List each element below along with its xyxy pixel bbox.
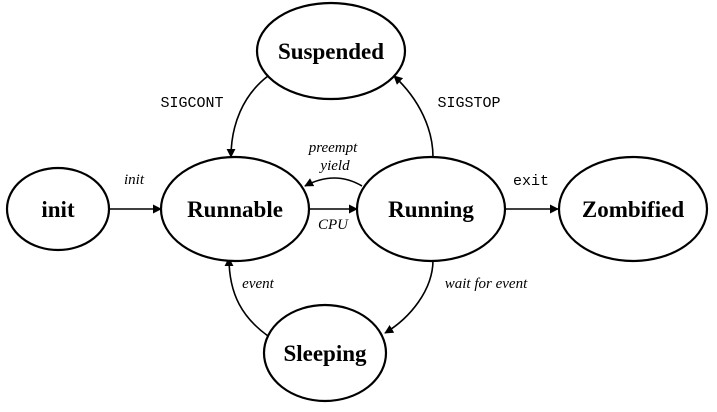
edge-sleeping-to-runnable [224,257,269,337]
state-zombified: Zombified [557,155,709,263]
state-runnable-label: Runnable [187,197,283,222]
state-running: Running [355,155,507,263]
state-runnable-shape [159,155,311,263]
edge-running-to-suspended [393,75,434,158]
label-yield: yield [318,158,350,174]
edge-suspended-to-runnable [226,75,269,158]
state-runnable: Runnable [159,155,311,263]
state-sleeping-label: Sleeping [283,341,367,366]
label-sigcont: SIGCONT [160,95,223,112]
edge-running-to-sleeping [384,259,434,334]
state-suspended-label: Suspended [278,39,384,64]
state-running-shape [355,155,507,263]
label-event: event [242,276,274,292]
label-exit: exit [513,173,549,190]
label-preempt: preempt [308,140,358,156]
label-init-transition: init [124,172,145,188]
label-cpu: CPU [318,217,349,233]
state-suspended-shape [255,1,407,101]
state-zombified-shape [557,155,709,263]
label-sigstop: SIGSTOP [437,95,500,112]
label-wait-for-event: wait for event [445,276,528,292]
state-init-label: init [41,197,75,222]
state-sleeping: Sleeping [262,303,388,403]
state-init-shape [5,166,111,252]
state-suspended: Suspended [255,1,407,101]
edge-running-to-runnable [304,177,363,187]
state-zombified-label: Zombified [582,197,684,222]
transitions [110,75,559,337]
transition-labels: init preempt yield CPU exit SIGSTOP SIGC… [124,95,549,292]
state-init: init [5,166,111,252]
state-sleeping-shape [262,303,388,403]
state-running-label: Running [388,197,474,222]
